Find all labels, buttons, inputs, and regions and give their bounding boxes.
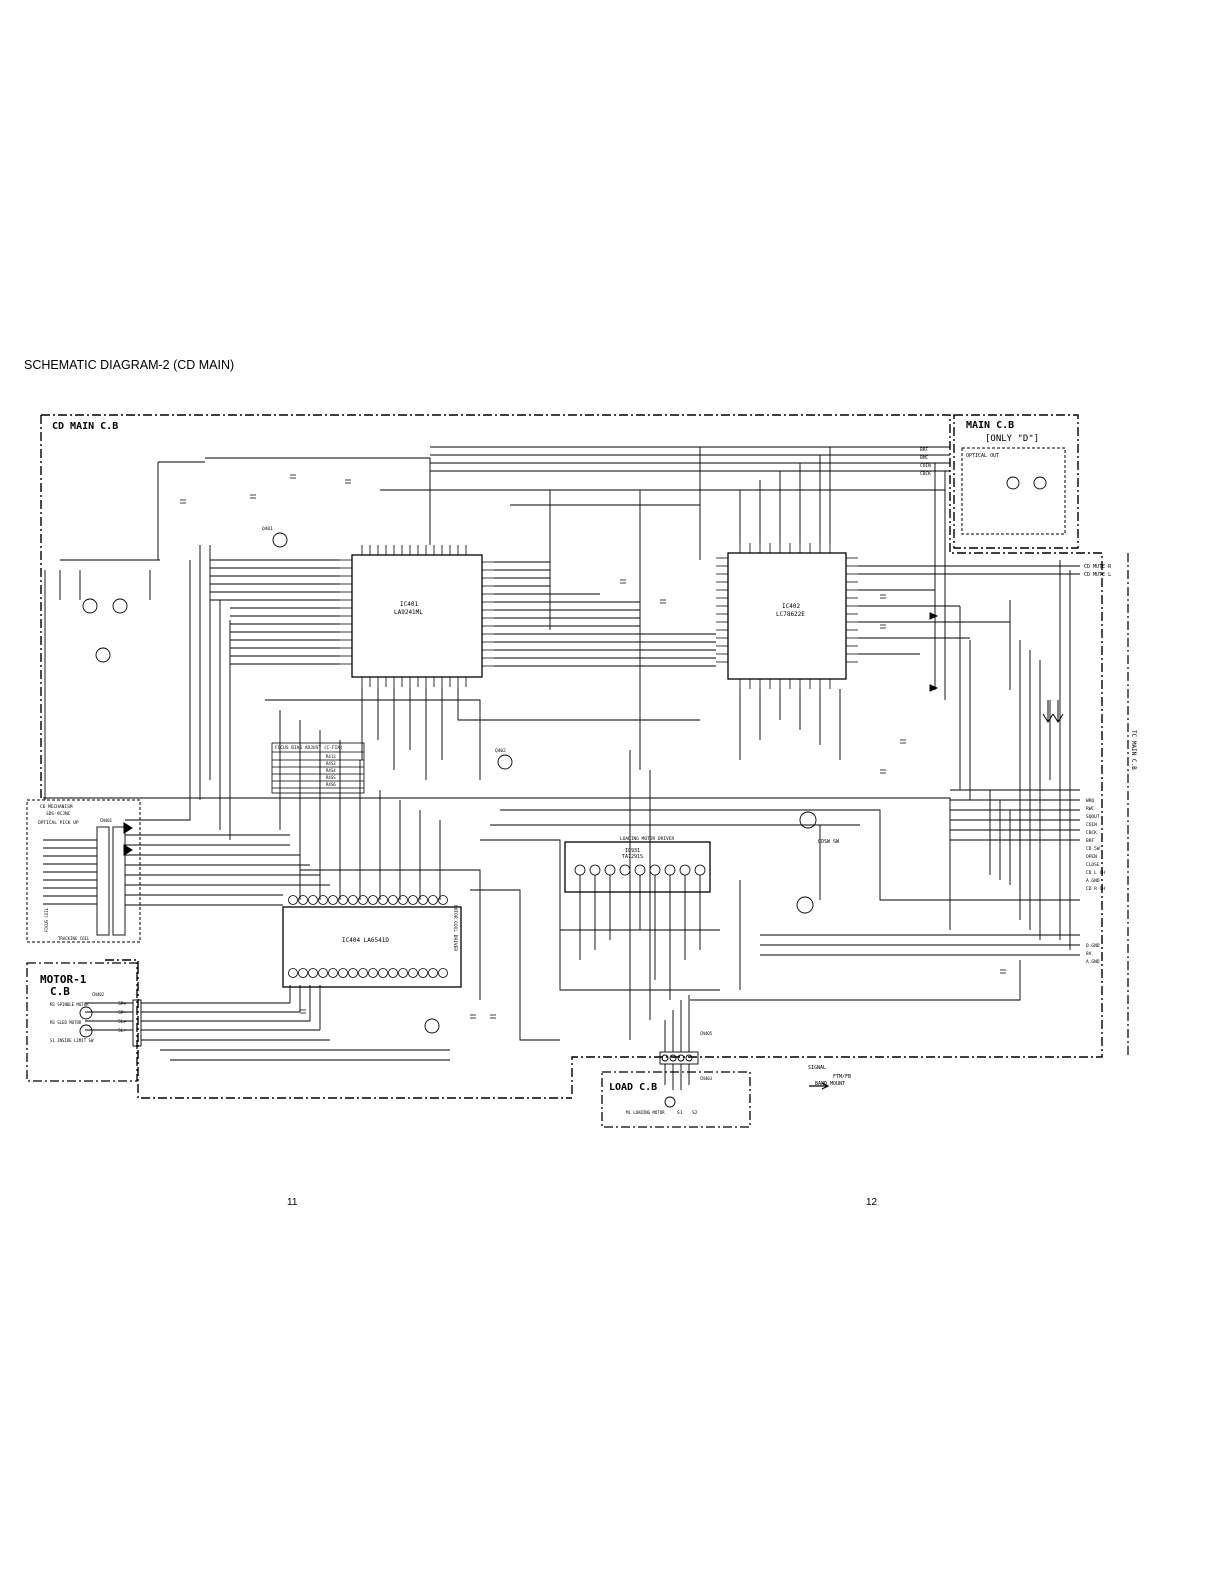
tc-signal-label: CD L CH xyxy=(1086,870,1105,876)
motor-pin-label: SL+ xyxy=(118,1019,126,1025)
page-title: SCHEMATIC DIAGRAM-2 (CD MAIN) xyxy=(24,358,235,372)
ic401-part: LA9241ML xyxy=(394,609,423,616)
inside-limit-label: S1 INSIDE LIMIT SW xyxy=(50,1038,94,1043)
tc-signal-label: WRQ xyxy=(1086,798,1094,804)
cd-sw-label: CDSW SW xyxy=(818,839,840,845)
signal-legend-item: BAND MOUNT xyxy=(815,1081,845,1087)
tc-signal-label: OPEN xyxy=(1086,854,1097,860)
sled-motor-label: M3 SLED MOTOR xyxy=(50,1020,82,1025)
load-connector xyxy=(659,995,699,1108)
mechanism-model-label: SDS-9CJNC xyxy=(46,811,71,817)
ic402-pins xyxy=(716,543,858,689)
ic402-label: IC402 xyxy=(782,603,800,610)
ic401-body xyxy=(351,554,483,678)
tc-signal-label: CD 5W xyxy=(1086,846,1100,852)
main-cb-label: MAIN C.B xyxy=(966,420,1014,431)
ic931-body xyxy=(564,841,711,893)
focus-bias-table-box xyxy=(271,742,365,794)
focus-bias-table-title: FOCUS BIAS ADJUST (C-FIX) xyxy=(275,745,343,751)
motor-sub-label: C.B xyxy=(50,985,70,998)
load-label: LOAD C.B xyxy=(609,1082,657,1093)
table-row: R4S3 xyxy=(326,761,336,766)
ic404-label: IC404 LA6541D xyxy=(342,937,389,944)
cd-mechanism-label: CD MECHANISM xyxy=(40,804,73,810)
optical-out-label: OPTICAL OUT xyxy=(966,453,999,459)
signal-legend-label: SIGNAL xyxy=(808,1065,826,1071)
ic401-label: IC401 xyxy=(400,601,418,608)
power-signal-label: D.GND xyxy=(1086,943,1100,949)
motor-label: MOTOR-1 xyxy=(40,973,87,986)
arrows xyxy=(123,612,1064,1090)
ic402-part: LC78622E xyxy=(776,611,805,618)
table-row: R4SS xyxy=(326,775,336,780)
connector-label: CN405 xyxy=(700,1031,713,1036)
tc-main-label: TC MAIN C.B xyxy=(1130,730,1137,770)
ic404-pins xyxy=(288,895,448,978)
motor-board-box xyxy=(26,962,138,1082)
ic402-body xyxy=(727,552,847,680)
bus-label: BMC xyxy=(920,455,928,461)
load-board-box xyxy=(601,1071,751,1128)
motor-pin-label: SP- xyxy=(118,1010,126,1016)
tc-signal-label: SQOUT xyxy=(1086,814,1100,820)
ic931-wiring xyxy=(560,811,1021,1001)
tc-signal-label: CBCK xyxy=(1086,830,1097,836)
signal-legend-item: FTM/FB xyxy=(833,1074,851,1080)
focus-coil-label: FOCUS COIL xyxy=(44,907,49,932)
tc-signal-label: CLOSE xyxy=(1086,862,1100,868)
main-cb-note: [ONLY "D"] xyxy=(985,434,1039,444)
tc-signal-label: CD R CH xyxy=(1086,886,1105,892)
q401-label: Q401 xyxy=(262,526,273,532)
bus-label: COIN xyxy=(920,463,931,469)
motor-wiring xyxy=(79,985,450,1061)
ic404-body xyxy=(282,906,462,988)
load-pin-label: S1 xyxy=(677,1110,683,1116)
ic931-label: IC931 xyxy=(625,848,640,854)
table-row: R4S4 xyxy=(326,768,336,773)
pickup-label: OPTICAL PICK UP xyxy=(38,820,79,826)
motor-pin-label: SP+ xyxy=(118,1001,126,1007)
table-row: R4S6 xyxy=(326,782,336,787)
component-marks xyxy=(180,474,1006,1019)
connector-label: CN401 xyxy=(100,818,113,823)
mute-label-l: CD MUTE L xyxy=(1084,572,1111,578)
page-number-right: 12 xyxy=(866,1197,878,1208)
cd-mechanism-box xyxy=(26,799,141,943)
ic931-part: TA7291S xyxy=(622,854,643,860)
ic404-note: MOTOR COIL DRIVER xyxy=(452,905,458,951)
tc-signal-label: BRF xyxy=(1086,838,1094,844)
motor-pin-label: SL- xyxy=(118,1028,126,1034)
pickup-wiring xyxy=(43,545,330,936)
table-row: R413 xyxy=(326,754,336,759)
q402-label: Q402 xyxy=(495,748,506,754)
cd-main-label: CD MAIN C.B xyxy=(52,421,118,432)
ic931-pins xyxy=(574,864,706,876)
tc-signal-label: RWC xyxy=(1086,806,1094,812)
connector-label: CN403 xyxy=(700,1076,713,1081)
tc-signal-label: A.GND xyxy=(1086,878,1100,884)
power-signal-label: 8V xyxy=(1086,951,1092,957)
ic401-pins xyxy=(340,545,494,687)
tracking-coil-label: TRACKING COIL xyxy=(58,936,90,941)
ic931-note: LOADING MOTOR DRIVER xyxy=(620,836,674,842)
load-pin-label: S2 xyxy=(692,1110,698,1116)
page-number-left: 11 xyxy=(287,1197,298,1208)
cd-main-board-outline xyxy=(40,414,1103,1099)
bus-label: CBCK xyxy=(920,471,931,477)
connector-label: CN402 xyxy=(92,992,105,997)
bus-label: BRF xyxy=(920,447,928,453)
loading-motor-label: M1 LOADING MOTOR xyxy=(626,1110,665,1115)
optical-out-box xyxy=(961,447,1066,535)
power-signal-label: A.GND xyxy=(1086,959,1100,965)
ic402-wiring xyxy=(739,447,1080,940)
tc-signal-label: COIN xyxy=(1086,822,1097,828)
top-bus xyxy=(157,446,950,770)
main-board-outline xyxy=(953,414,1079,549)
mute-label-r: CD MUTE R xyxy=(1084,564,1112,570)
transistors xyxy=(82,476,1047,1034)
middle-bus xyxy=(43,560,1080,1041)
spindle-motor-label: M2 SPINDLE MOTOR xyxy=(50,1002,89,1007)
